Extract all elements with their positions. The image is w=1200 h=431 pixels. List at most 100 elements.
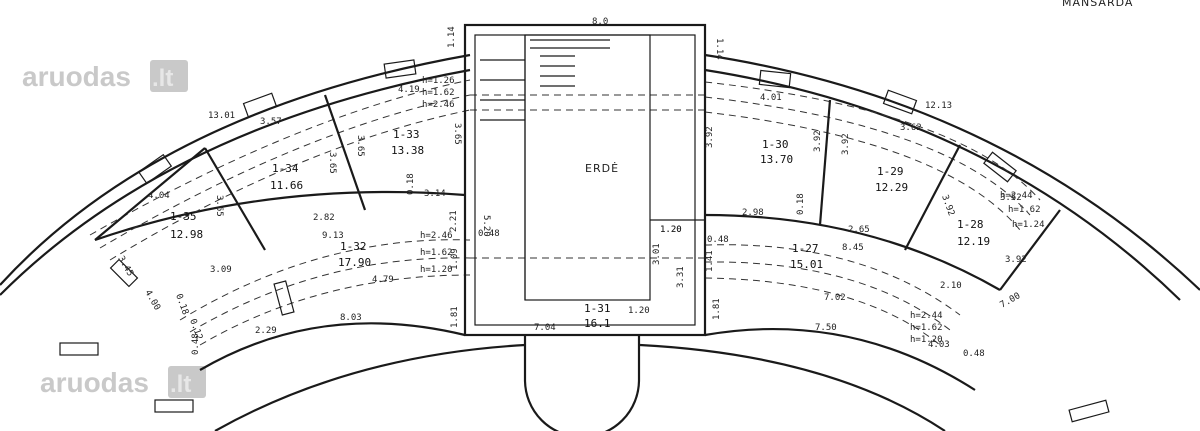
staircase bbox=[480, 39, 610, 121]
room-1-32: 1-32 17.90 bbox=[338, 240, 371, 269]
room-id: 1-35 bbox=[170, 210, 197, 223]
partition-left-2 bbox=[323, 94, 367, 211]
room-area: 17.90 bbox=[338, 256, 371, 269]
dimension: 1.41 bbox=[705, 250, 715, 272]
height-annotation: h=2.46 bbox=[422, 100, 455, 110]
height-line bbox=[704, 277, 941, 346]
dimension: 3.65 bbox=[214, 195, 224, 217]
height-annotation: h=1.62 bbox=[420, 248, 453, 258]
dimension: 4.00 bbox=[142, 289, 162, 313]
partition-left-0 bbox=[94, 147, 206, 241]
watermark-badge bbox=[168, 366, 206, 398]
erde-label: ERDĖ bbox=[585, 162, 619, 175]
height-line bbox=[704, 111, 1021, 231]
watermark-brand: aruodas bbox=[22, 61, 131, 92]
height-line bbox=[199, 274, 471, 346]
heights-left-top: h=1.26 h=1.62 h=2.46 bbox=[422, 76, 455, 110]
dimension: 0.18 bbox=[796, 193, 806, 215]
dimension: 7.50 bbox=[815, 323, 837, 333]
partition-right-3 bbox=[999, 209, 1061, 291]
dimension: 4.04 bbox=[148, 191, 170, 201]
corridor-outer-left bbox=[94, 190, 466, 242]
dimension: 3.01 bbox=[652, 243, 662, 265]
dimension: 8.45 bbox=[842, 243, 864, 253]
core-bottom-dim: 7.04 bbox=[534, 323, 556, 333]
radiator-icon bbox=[273, 280, 295, 316]
dimension: 3.92 bbox=[705, 126, 715, 148]
room-area: 13.38 bbox=[391, 144, 424, 157]
dimension: 12.13 bbox=[925, 101, 952, 111]
corridor-inner-right bbox=[704, 327, 976, 391]
dimension: 13.01 bbox=[208, 111, 235, 121]
height-annotation: h=1.62 bbox=[422, 88, 455, 98]
dimension: 2.65 bbox=[848, 225, 870, 235]
dimension: 4.79 bbox=[372, 275, 394, 285]
radiator-icon bbox=[109, 258, 139, 288]
room-id: 1-32 bbox=[340, 240, 367, 253]
height-annotation: h=1.62 bbox=[1008, 205, 1041, 215]
room-area: 13.70 bbox=[760, 153, 793, 166]
dimension: 2.10 bbox=[940, 281, 962, 291]
dimension: 2.98 bbox=[742, 208, 764, 218]
watermark-badge bbox=[150, 60, 188, 92]
room-1-35: 1-35 12.98 bbox=[170, 210, 203, 241]
inner-courtyard-left bbox=[214, 343, 526, 431]
room-1-30: 1-30 13.70 bbox=[760, 138, 793, 166]
window bbox=[882, 89, 918, 115]
dimension: 7.02 bbox=[824, 293, 846, 303]
dimension: 3.65 bbox=[452, 123, 462, 145]
dimension: 1.20 bbox=[660, 225, 682, 235]
partition-left-1 bbox=[204, 147, 266, 251]
dimension: 3.92 bbox=[841, 133, 851, 155]
dimension: 4.03 bbox=[928, 340, 950, 350]
height-line bbox=[109, 109, 471, 261]
radiator-icon bbox=[1068, 399, 1110, 423]
dimension: 0.18 bbox=[173, 293, 190, 317]
height-line bbox=[704, 261, 951, 331]
dimension: 3.65 bbox=[355, 135, 365, 157]
room-id: 1-33 bbox=[393, 128, 420, 141]
heights-right-mid: h=2.44 h=1.62 h=1.20 bbox=[910, 311, 943, 345]
height-annotation: h=1.26 bbox=[422, 76, 455, 86]
dimension: 2.29 bbox=[255, 326, 277, 336]
window bbox=[758, 69, 792, 89]
core-width-dim: 8.0 bbox=[592, 17, 608, 27]
dimension: 3.31 bbox=[676, 266, 686, 288]
height-line bbox=[99, 94, 471, 249]
dimensions-right: 1.14 4.01 12.13 3.62 3.92 3.92 3.92 3.92… bbox=[652, 38, 1027, 359]
room-area: 12.19 bbox=[957, 235, 990, 248]
dimension: 0.48 bbox=[963, 349, 985, 359]
watermark-tld: .lt bbox=[152, 65, 173, 92]
dimension: 2.82 bbox=[313, 213, 335, 223]
dimension: 4.01 bbox=[760, 93, 782, 103]
room-id: 1-28 bbox=[957, 218, 984, 231]
core-h2: 1.20 bbox=[628, 306, 650, 316]
room-1-27: 1-27 15.01 bbox=[790, 242, 823, 271]
room-id: 1-29 bbox=[877, 165, 904, 178]
radiator-icon bbox=[154, 399, 194, 413]
room-area: 12.29 bbox=[875, 181, 908, 194]
dimension: 0.18 bbox=[406, 173, 416, 195]
height-annotation: h=1.24 bbox=[1012, 220, 1045, 230]
watermark-bottom: aruodas .lt bbox=[40, 366, 206, 398]
corridor-inner-left bbox=[199, 322, 466, 371]
dimension: 1.81 bbox=[712, 298, 722, 320]
corridor-outer-right bbox=[704, 213, 1001, 291]
outer-wall-left bbox=[0, 53, 471, 286]
dimension: 1.81 bbox=[450, 306, 460, 328]
dimension: 3.57 bbox=[260, 117, 282, 127]
dimensions-left: 1.14 4.19 13.01 3.57 3.65 3.65 3.65 4.04… bbox=[115, 26, 499, 355]
dimension: 0.48 bbox=[478, 229, 500, 239]
stair-room-id: 1-31 bbox=[584, 302, 611, 315]
outer-wall-right bbox=[704, 53, 1200, 291]
dimension: 8.03 bbox=[340, 313, 362, 323]
dimension: 0.48 bbox=[191, 333, 201, 355]
outer-wall-right-inner bbox=[704, 68, 1181, 301]
window bbox=[242, 92, 278, 118]
dimension: 3.45 bbox=[115, 255, 135, 279]
dimension: 9.13 bbox=[322, 231, 344, 241]
dimension: 0.12 bbox=[187, 318, 204, 342]
stair-room-area: 16.1 bbox=[584, 317, 611, 330]
